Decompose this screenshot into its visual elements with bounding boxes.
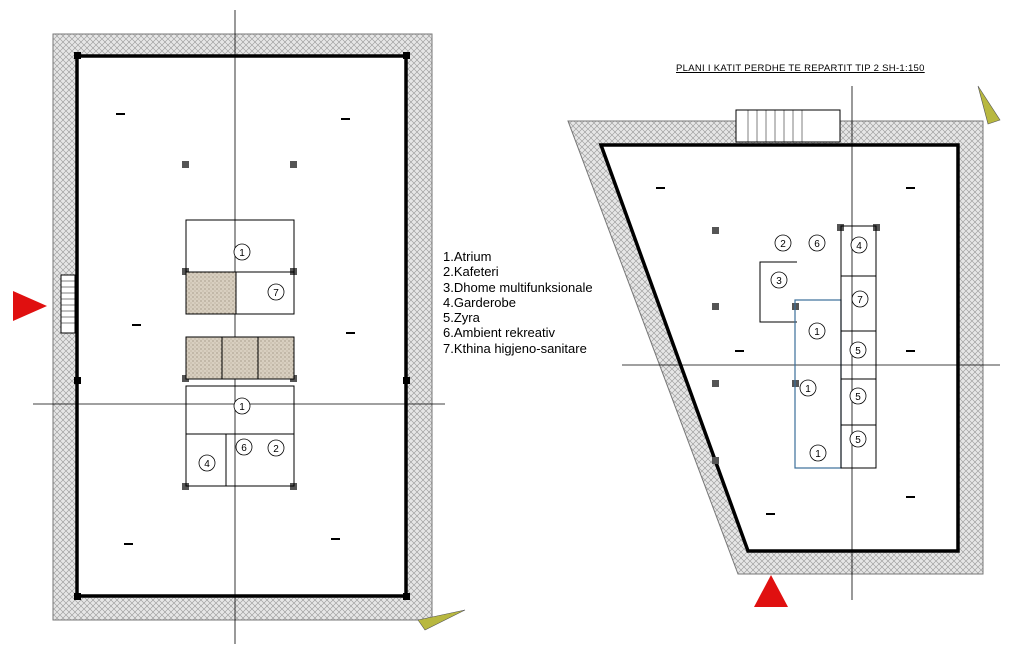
room-number: 7: [273, 288, 279, 299]
room-number: 1: [815, 449, 821, 460]
room-number: 6: [814, 239, 820, 250]
room-number: 1: [814, 327, 820, 338]
section-arrow-icon: [754, 575, 788, 607]
room-number: 1: [239, 402, 245, 413]
plan-title: PLANI I KATIT PERDHE TE REPARTIT TIP 2 S…: [676, 63, 925, 74]
left-floor-plan: 1 7 1 4 6 2: [13, 10, 466, 644]
room-number: 1: [239, 248, 245, 259]
legend-item: 4.Garderobe: [443, 294, 516, 310]
room-number: 3: [776, 276, 782, 287]
north-arrow-icon: [977, 85, 1001, 125]
right-floor-plan: 2 6 4 3 7 1 5 1 5 1 5: [567, 85, 1001, 607]
room-number: 4: [204, 459, 210, 470]
legend-item: 1.Atrium: [443, 249, 492, 264]
legend-item: 7.Kthina higjeno-sanitare: [443, 340, 587, 356]
legend-item: 3.Dhome multifunksionale: [443, 279, 593, 295]
room-legend: 1.Atrium 2.Kafeteri 3.Dhome multifunksio…: [443, 249, 593, 356]
room-number: 7: [857, 295, 863, 306]
legend-item: 2.Kafeteri: [443, 264, 499, 280]
room-number: 6: [241, 443, 247, 454]
room-number: 2: [273, 444, 279, 455]
room-number: 5: [855, 346, 861, 357]
room-number: 2: [780, 239, 786, 250]
section-arrow-icon: [13, 291, 47, 321]
north-arrow-icon: [417, 609, 466, 631]
legend-item: 5.Zyra: [443, 310, 480, 326]
room-number: 1: [805, 384, 811, 395]
room-number: 5: [855, 392, 861, 403]
room-number: 5: [855, 435, 861, 446]
legend-item: 6.Ambient rekreativ: [443, 325, 555, 341]
room-number: 4: [856, 241, 862, 252]
